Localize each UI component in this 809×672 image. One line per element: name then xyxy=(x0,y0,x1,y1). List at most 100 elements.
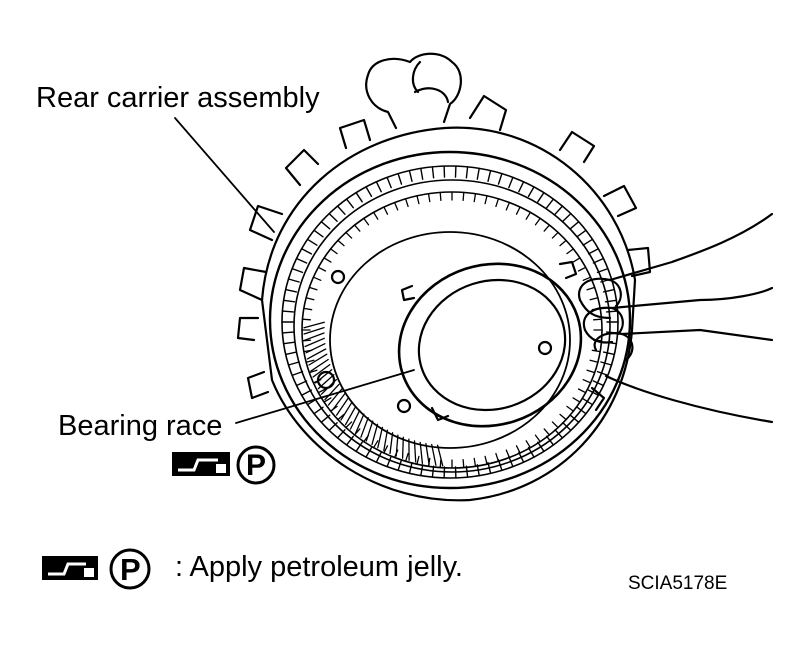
gear-tooth xyxy=(318,267,325,271)
gear-tooth xyxy=(398,174,401,185)
gear-tooth xyxy=(526,212,530,219)
gear-tooth xyxy=(432,167,433,178)
gear-tooth xyxy=(376,182,381,192)
gear-tooth xyxy=(529,448,535,458)
helical-tooth xyxy=(311,360,328,372)
gear-tooth xyxy=(485,196,487,204)
gear-tooth xyxy=(374,212,378,219)
helical-tooth xyxy=(366,421,373,441)
gear-tooth xyxy=(429,194,430,202)
helical-tooth xyxy=(396,435,398,456)
gear-tooth xyxy=(346,232,352,238)
gear-tooth xyxy=(409,171,412,182)
gear-tooth xyxy=(593,259,603,264)
gear-tooth xyxy=(406,199,409,207)
gear-tooth xyxy=(306,298,314,300)
rear-carrier-label: Rear carrier assembly xyxy=(36,82,320,115)
gear-tooth xyxy=(570,222,578,229)
gear-tooth xyxy=(604,352,615,354)
helical-tooth xyxy=(304,322,324,327)
gear-tooth xyxy=(577,230,586,237)
plate-hole xyxy=(332,271,344,283)
top-hand xyxy=(366,54,461,128)
gear-tooth xyxy=(347,199,354,208)
gear-tooth xyxy=(538,193,544,202)
legend-text: : Apply petroleum jelly. xyxy=(175,551,463,584)
gear-tooth xyxy=(560,414,566,419)
gear-tooth xyxy=(297,381,307,386)
gear-tooth xyxy=(485,456,487,464)
gear-tooth xyxy=(308,239,317,245)
gear-tooth xyxy=(579,267,586,271)
gear-tooth xyxy=(406,454,409,462)
gear-tooth xyxy=(506,450,509,457)
gear-tooth xyxy=(440,192,441,200)
gear-tooth xyxy=(488,171,491,182)
gear-tooth xyxy=(282,332,293,333)
gear-tooth xyxy=(601,362,612,365)
gear-tooth xyxy=(590,298,598,300)
gear-tooth xyxy=(387,456,391,466)
gear-tooth xyxy=(329,423,337,431)
gear-tooth xyxy=(589,249,599,254)
gear-tooth xyxy=(304,308,312,309)
gear-tooth xyxy=(338,206,345,214)
gear-tooth xyxy=(356,193,362,202)
right-hand xyxy=(579,214,772,422)
gear-tooth xyxy=(292,372,302,376)
gear-tooth xyxy=(567,406,574,411)
gear-tooth xyxy=(590,360,598,362)
circle-p-letter: P xyxy=(246,449,266,483)
helical-tooth xyxy=(332,394,345,411)
helical-tooth xyxy=(337,398,349,415)
gear-tooth xyxy=(538,442,544,451)
plate-hole xyxy=(539,342,551,354)
gear-tooth xyxy=(560,240,566,245)
gear-tooth xyxy=(519,182,524,192)
gear-tooth xyxy=(440,460,441,468)
spline-ring-outer xyxy=(270,152,630,488)
gear-tooth xyxy=(598,269,608,273)
gear-tooth xyxy=(607,311,618,312)
gear-tooth xyxy=(463,460,464,468)
helical-tooth xyxy=(361,418,368,438)
gear-tooth xyxy=(547,199,554,208)
gear-tooth xyxy=(309,287,317,289)
gear-tooth xyxy=(355,225,360,231)
gear-tooth xyxy=(536,218,541,224)
petroleum-jelly-applicator-icon xyxy=(172,452,230,476)
gear-tooth xyxy=(302,390,312,395)
gear-tooth xyxy=(552,232,558,238)
gear-tooth xyxy=(544,429,549,435)
helical-tooth xyxy=(390,433,393,454)
gear-tooth xyxy=(409,463,412,474)
gear-tooth xyxy=(417,196,419,204)
gear-tooth xyxy=(509,177,513,187)
gear-tooth xyxy=(387,177,391,187)
gear-tooth xyxy=(573,258,580,262)
gear-tooth xyxy=(496,199,499,207)
gear-tooth xyxy=(303,319,311,320)
gear-tooth xyxy=(567,249,574,254)
gear-tooth xyxy=(297,259,307,264)
gear-tooth xyxy=(547,436,554,445)
gear-tooth xyxy=(313,277,320,280)
gear-tooth xyxy=(536,435,541,441)
helical-tooth xyxy=(403,437,404,458)
gear-tooth xyxy=(321,415,329,422)
leader-rear-carrier xyxy=(175,118,274,232)
gear-tooth xyxy=(364,218,369,224)
gear-tooth xyxy=(289,279,300,282)
helical-tooth xyxy=(304,328,324,334)
gear-tooth xyxy=(583,380,590,383)
gear-tooth xyxy=(395,203,398,210)
gear-tooth xyxy=(529,187,535,197)
gear-tooth xyxy=(321,222,329,229)
gear-tooth xyxy=(555,206,562,214)
gear-tooth xyxy=(384,207,388,214)
gear-tooth xyxy=(324,258,331,262)
gear-tooth xyxy=(587,287,595,289)
gear-tooth xyxy=(303,340,311,341)
leader-bearing-race xyxy=(236,370,414,423)
